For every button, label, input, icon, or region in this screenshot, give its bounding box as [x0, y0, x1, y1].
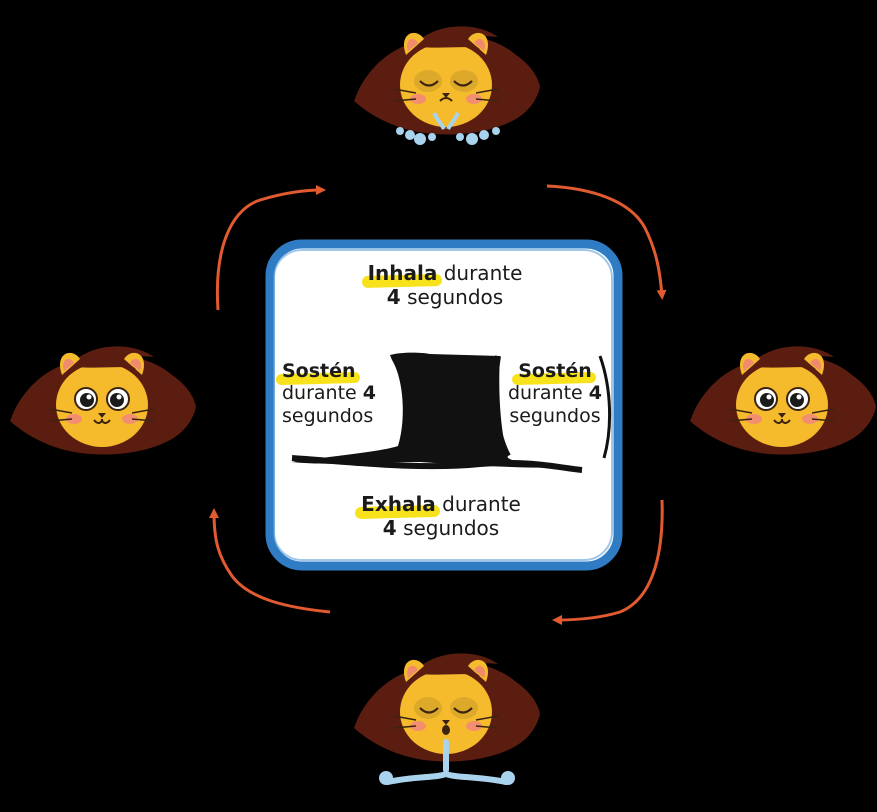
lion-holding-right	[690, 346, 876, 454]
lion-holding-left	[10, 346, 196, 454]
lion-inhaling	[354, 26, 540, 145]
exhale-instruction: Exhala durante 4 segundos	[326, 493, 556, 540]
hold-left-verb: Sostén	[282, 360, 356, 382]
exhale-verb: Exhala	[361, 492, 436, 516]
hold-right-line3: segundos	[500, 405, 610, 427]
inhale-verb: Inhala	[368, 261, 438, 285]
inhale-seconds-number: 4	[387, 285, 401, 309]
inhale-rest: durante	[437, 261, 522, 285]
hold-right-instruction: Sostén durante 4 segundos	[500, 360, 610, 427]
exhale-rest: durante	[436, 492, 521, 516]
hold-right-verb: Sostén	[518, 360, 592, 382]
inhale-seconds-text: segundos	[401, 285, 503, 309]
inhale-instruction: Inhala durante 4 segundos	[330, 262, 560, 309]
hold-left-seconds-number: 4	[363, 382, 376, 404]
hold-right-line2-text: durante	[508, 382, 589, 404]
hold-left-line2-text: durante	[282, 382, 363, 404]
exhale-seconds-text: segundos	[397, 516, 499, 540]
exhale-seconds-number: 4	[383, 516, 397, 540]
hold-left-instruction: Sostén durante 4 segundos	[282, 360, 392, 427]
hold-left-line3: segundos	[282, 405, 392, 427]
lion-exhaling	[354, 653, 540, 782]
hold-right-seconds-number: 4	[589, 382, 602, 404]
